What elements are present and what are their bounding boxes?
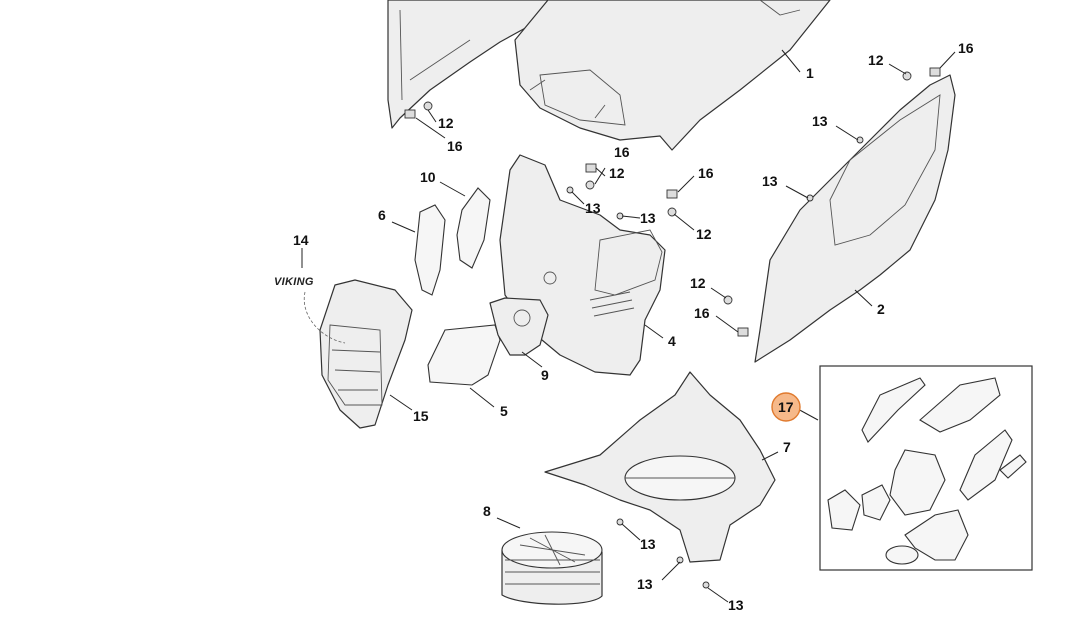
part-1-hood[interactable] bbox=[514, 0, 831, 151]
fastener-clip-16-a[interactable] bbox=[404, 109, 416, 119]
fastener-screw-13-a[interactable] bbox=[566, 186, 574, 194]
callout-17: 17 bbox=[778, 399, 794, 415]
callout-12d: 12 bbox=[868, 52, 884, 68]
callout-8: 8 bbox=[483, 503, 491, 519]
callout-7: 7 bbox=[783, 439, 791, 455]
part-8-fan-filter[interactable] bbox=[501, 531, 603, 605]
part-5-headlight-lens[interactable] bbox=[427, 324, 501, 386]
callout-10: 10 bbox=[420, 169, 436, 185]
part-17-kit-inset[interactable] bbox=[819, 365, 1033, 571]
fastener-clip-16-c[interactable] bbox=[666, 189, 678, 199]
callout-12e: 12 bbox=[690, 275, 706, 291]
callout-16b: 16 bbox=[614, 144, 630, 160]
callout-12c: 12 bbox=[696, 226, 712, 242]
callout-16d: 16 bbox=[958, 40, 974, 56]
callout-15: 15 bbox=[413, 408, 429, 424]
callout-16e: 16 bbox=[694, 305, 710, 321]
callout-2: 2 bbox=[877, 301, 885, 317]
fastener-screw-12-a[interactable] bbox=[423, 101, 433, 111]
callout-16a: 16 bbox=[447, 138, 463, 154]
leader-lines bbox=[301, 49, 956, 603]
part-14-badge[interactable]: VIKING bbox=[274, 276, 314, 288]
callout-13a: 13 bbox=[585, 200, 601, 216]
fastener-screw-13-c[interactable] bbox=[856, 136, 864, 144]
fastener-clip-16-d[interactable] bbox=[929, 67, 941, 77]
callout-13b: 13 bbox=[640, 210, 656, 226]
fastener-screw-13-f[interactable] bbox=[676, 556, 684, 564]
fastener-screw-12-d[interactable] bbox=[902, 71, 912, 81]
callout-16c: 16 bbox=[698, 165, 714, 181]
callout-13d: 13 bbox=[762, 173, 778, 189]
callout-6: 6 bbox=[378, 207, 386, 223]
callout-13g: 13 bbox=[728, 597, 744, 613]
fastener-screw-13-g[interactable] bbox=[702, 581, 710, 589]
part-6-side-cover[interactable] bbox=[414, 204, 446, 296]
callout-13e: 13 bbox=[640, 536, 656, 552]
viking-logo: VIKING bbox=[274, 276, 314, 288]
callout-12b: 12 bbox=[609, 165, 625, 181]
callout-5: 5 bbox=[500, 403, 508, 419]
fastener-screw-12-b[interactable] bbox=[585, 180, 595, 190]
callout-labels: 1 2 4 5 6 7 8 9 10 12 12 12 12 12 13 13 … bbox=[293, 40, 974, 613]
callout-9: 9 bbox=[541, 367, 549, 383]
fastener-clip-16-b[interactable] bbox=[585, 163, 597, 173]
callout-14: 14 bbox=[293, 232, 309, 248]
callout-13c: 13 bbox=[812, 113, 828, 129]
callout-17-badge[interactable]: 17 bbox=[771, 392, 801, 422]
callout-1: 1 bbox=[806, 65, 814, 81]
part-10-lens[interactable] bbox=[456, 187, 491, 269]
part-15-front-grille[interactable] bbox=[303, 279, 413, 429]
fastener-clip-16-e[interactable] bbox=[737, 327, 749, 337]
callout-12a: 12 bbox=[438, 115, 454, 131]
fastener-screw-13-e[interactable] bbox=[616, 518, 624, 526]
callout-4: 4 bbox=[668, 333, 676, 349]
part-2-side-panel[interactable] bbox=[754, 74, 956, 363]
part-7-footwell[interactable] bbox=[544, 371, 776, 563]
callout-13f: 13 bbox=[637, 576, 653, 592]
part-9-headlight-housing[interactable] bbox=[489, 297, 549, 356]
